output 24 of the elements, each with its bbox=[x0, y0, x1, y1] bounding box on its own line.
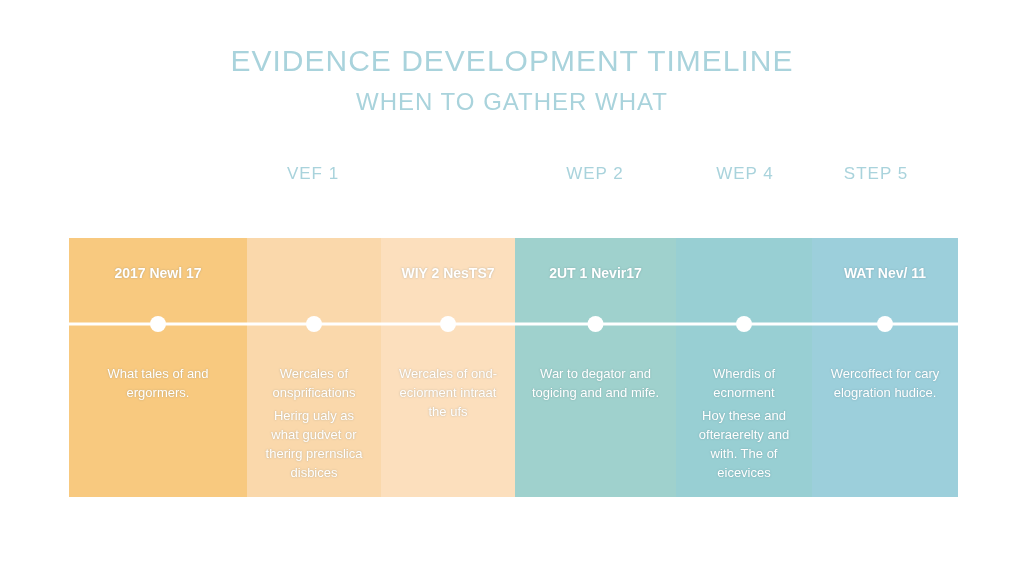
step-label: WEP 4 bbox=[715, 164, 775, 184]
panel-text: Wercoffect for cary elogration hudice. bbox=[829, 365, 941, 402]
panel-text: Hoy these and ofteraerelty and with. The of eicevices bbox=[697, 407, 791, 482]
timeline-panel bbox=[69, 238, 247, 497]
panel-text: Wercales of onsprifications bbox=[271, 365, 357, 402]
timeline-panel bbox=[812, 238, 958, 497]
panel-text: What tales of and ergormers. bbox=[106, 365, 210, 402]
panel-heading: 2UT 1 Nevir17 bbox=[548, 264, 643, 283]
panel-text: Wherdis of ecnorment bbox=[711, 365, 777, 402]
diagram-title: EVIDENCE DEVELOPMENT TIMELINE bbox=[229, 44, 795, 78]
timeline-panel bbox=[676, 238, 812, 497]
panel-heading: 2017 Newl 17 bbox=[113, 264, 203, 283]
panel-heading: WAT Nev/ 11 bbox=[842, 264, 928, 283]
timeline-panel bbox=[247, 238, 381, 497]
timeline-panel bbox=[381, 238, 515, 497]
panel-heading: WIY 2 NesTS7 bbox=[400, 264, 496, 283]
step-label: WEP 2 bbox=[565, 164, 625, 184]
step-label: STEP 5 bbox=[842, 164, 910, 184]
step-label: VEF 1 bbox=[285, 164, 341, 184]
panel-text: War to degator and togicing and and mife. bbox=[531, 365, 660, 402]
panel-text: Herirg ualy as what gudvet or therirg prernslica disbices bbox=[264, 407, 364, 482]
timeline-panel bbox=[515, 238, 676, 497]
subtitle: WHEN TO GATHER WHAT bbox=[355, 88, 669, 116]
panel-text: Wercales of ond-eciorment intraat the ufs bbox=[398, 365, 498, 421]
